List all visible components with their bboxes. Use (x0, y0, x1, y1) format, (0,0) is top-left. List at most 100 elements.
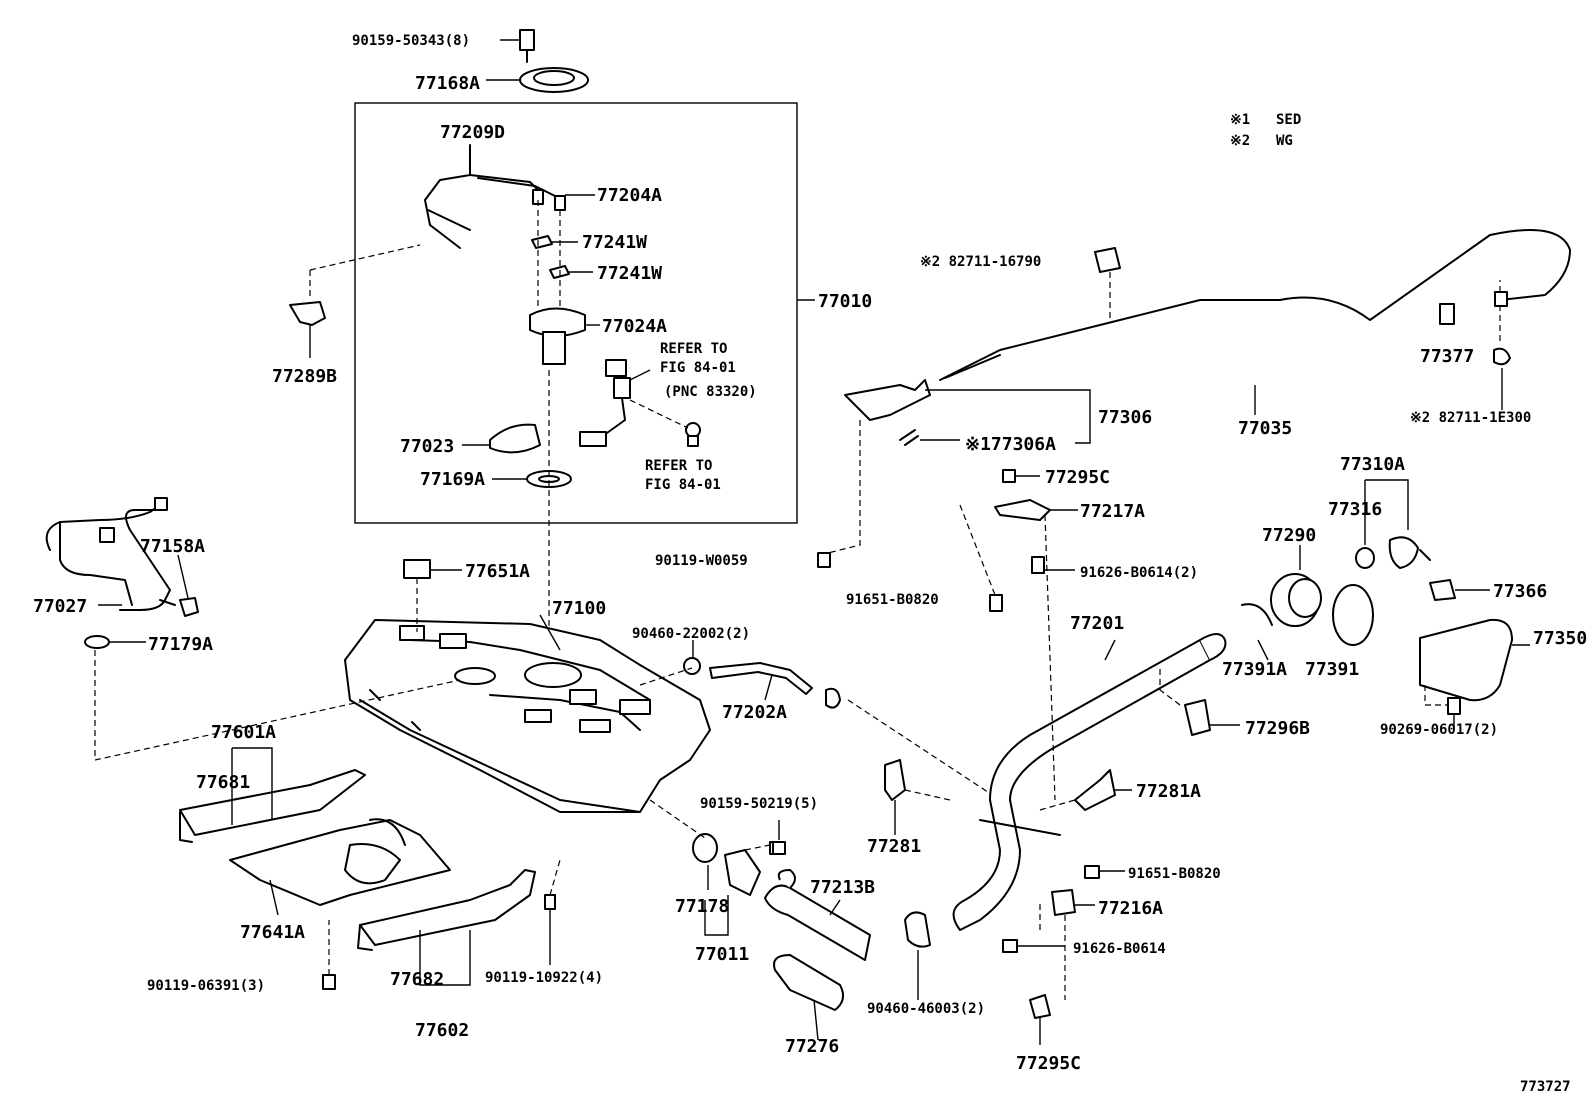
part-77295C-b (1029, 994, 1051, 1045)
label-77027: 77027 (33, 596, 87, 617)
label-77010: 77010 (818, 291, 872, 312)
label-77281A: 77281A (1136, 781, 1201, 802)
label-77209D: 77209D (440, 122, 505, 143)
label-77289B: 77289B (272, 366, 337, 387)
label-refer2-a: REFER TO (645, 458, 712, 474)
label-77295C-a: 77295C (1045, 467, 1110, 488)
part-77651A-pad (403, 559, 462, 632)
part-77216A-clamp (1051, 865, 1125, 1000)
part-77213B-hose (764, 869, 871, 961)
part-77202A-hose (683, 640, 841, 709)
label-77391A: 77391A (1222, 659, 1287, 680)
part-bolts-straps (322, 859, 561, 990)
label-refer1-b: FIG 84-01 (660, 360, 736, 376)
label-77276: 77276 (785, 1036, 839, 1057)
part-sender-gauge (579, 359, 701, 447)
label-90460-46003: 90460-46003(2) (867, 1001, 985, 1017)
part-77296B-clip (1159, 665, 1240, 736)
part-77100-fuel-tank (344, 614, 711, 813)
figure-code: 773727 (1520, 1079, 1571, 1095)
label-77216A: 77216A (1098, 898, 1163, 919)
label-77024A: 77024A (602, 316, 667, 337)
label-77204A: 77204A (597, 185, 662, 206)
label-90119-06391: 90119-06391(3) (147, 978, 265, 994)
part-77035-cable (939, 229, 1571, 415)
label-77241W-b: 77241W (597, 263, 662, 284)
part-77306-opener (819, 379, 1091, 556)
label-91626-B0614: 91626-B0614 (1073, 941, 1166, 957)
pump-assembly-frame (354, 102, 798, 524)
label-77296B: 77296B (1245, 718, 1310, 739)
label-77202A: 77202A (722, 702, 787, 723)
part-77391A-ring (1241, 603, 1273, 661)
legend-mark-2: ※2 (1230, 133, 1250, 149)
part-77281-bracket (884, 759, 951, 835)
part-77168A-ring (486, 67, 589, 93)
label-77168A: 77168A (415, 73, 480, 94)
part-77641A-protector (229, 818, 451, 916)
label-90119-10922: 90119-10922(4) (485, 970, 603, 986)
label-77391: 77391 (1305, 659, 1359, 680)
part-77276-hose (773, 954, 845, 1041)
part-77682-strap (357, 869, 536, 951)
label-77641A: 77641A (240, 922, 305, 943)
part-77209D-tubes (424, 144, 595, 249)
part-77027-harness (45, 497, 176, 611)
label-77366: 77366 (1493, 581, 1547, 602)
legend-mark-1: ※1 (1230, 112, 1250, 128)
part-77289B-bracket (289, 244, 421, 358)
label-77306A: ※177306A (965, 434, 1056, 455)
legend-text-2: WG (1276, 133, 1293, 149)
label-77035: 77035 (1238, 418, 1292, 439)
label-77681: 77681 (196, 772, 250, 793)
part-77350-fuel-door (1419, 618, 1530, 730)
label-77350: 77350 (1533, 628, 1587, 649)
label-77316: 77316 (1328, 499, 1382, 520)
part-77024A-pump (529, 307, 600, 365)
part-77023-filter (462, 423, 541, 454)
label-91651-B0820-a: 91651-B0820 (846, 592, 939, 608)
part-77158A-clip (177, 554, 199, 617)
label-77310A: 77310A (1340, 454, 1405, 475)
label-refer2-b: FIG 84-01 (645, 477, 721, 493)
label-77682: 77682 (390, 969, 444, 990)
label-90119-W0059: 90119-W0059 (655, 553, 748, 569)
part-77366-clip (1429, 579, 1490, 601)
label-77213B: 77213B (810, 877, 875, 898)
part-77201-filler-pipe (952, 633, 1227, 931)
label-77241W-a: 77241W (582, 232, 647, 253)
part-82711-16790-clip (1094, 247, 1121, 320)
part-77316-seal (1355, 479, 1431, 569)
part-77377-clip (1439, 280, 1511, 410)
label-77295C-b: 77295C (1016, 1053, 1081, 1074)
label-91651-B0820-b: 91651-B0820 (1128, 866, 1221, 882)
label-77011: 77011 (695, 944, 749, 965)
label-77651A: 77651A (465, 561, 530, 582)
label-90269-06017: 90269-06017(2) (1380, 722, 1498, 738)
label-82711-16790: ※2 82711-16790 (920, 254, 1041, 270)
label-refer1-a: REFER TO (660, 341, 727, 357)
part-91626-B0614-bolt (1002, 900, 1065, 953)
label-91626-B0614-2: 91626-B0614(2) (1080, 565, 1198, 581)
part-77281A-bracket (1039, 769, 1132, 811)
part-77391-ring (1332, 584, 1374, 646)
part-90159-50219-bolt (772, 820, 786, 855)
label-77169A: 77169A (420, 469, 485, 490)
label-77023: 77023 (400, 436, 454, 457)
part-77217A-bracket (959, 469, 1078, 801)
label-77100: 77100 (552, 598, 606, 619)
label-90159-50343: 90159-50343(8) (352, 33, 470, 49)
part-77290-cap (1270, 545, 1322, 627)
part-90159-50343 (500, 29, 535, 63)
label-refer1-c: (PNC 83320) (664, 384, 757, 400)
part-90119-W0059-bolt (817, 552, 831, 568)
label-77217A: 77217A (1080, 501, 1145, 522)
label-77281: 77281 (867, 836, 921, 857)
label-82711-1E300: ※2 82711-1E300 (1410, 410, 1531, 426)
part-77179A-grommet (84, 635, 146, 649)
label-77602: 77602 (415, 1020, 469, 1041)
legend-text-1: SED (1276, 112, 1301, 128)
part-90460-46003-clamp (904, 911, 931, 1000)
